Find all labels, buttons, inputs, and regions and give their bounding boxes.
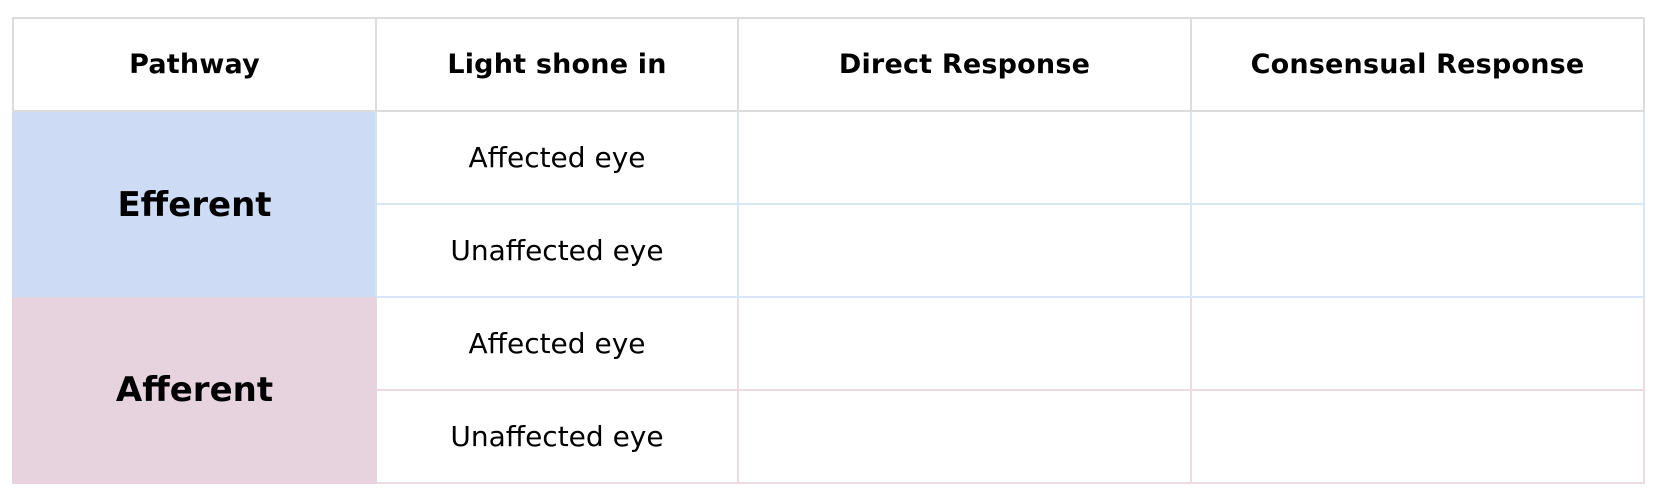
pupil-response-table: Pathway Light shone in Direct Response C…: [12, 17, 1645, 484]
table-row: Afferent Affected eye: [12, 296, 1645, 484]
table-row: Efferent Affected eye: [12, 110, 1645, 297]
direct-response-cell[interactable]: [737, 296, 1192, 391]
table-header-row: Pathway Light shone in Direct Response C…: [12, 17, 1645, 112]
table-row: Unaffected eye: [13, 389, 1645, 484]
table-row: Unaffected eye: [13, 203, 1645, 298]
consensual-response-cell[interactable]: [1190, 389, 1645, 484]
pathway-cell-efferent: Efferent: [12, 111, 377, 297]
consensual-response-cell[interactable]: [1190, 110, 1645, 205]
header-pathway: Pathway: [12, 17, 377, 112]
light-cell: Unaffected eye: [375, 203, 739, 298]
direct-response-cell[interactable]: [737, 110, 1192, 205]
pathway-cell-afferent: Afferent: [12, 297, 377, 484]
header-consensual-response: Consensual Response: [1190, 17, 1645, 112]
direct-response-cell[interactable]: [737, 389, 1192, 484]
consensual-response-cell[interactable]: [1190, 203, 1645, 298]
light-cell: Affected eye: [375, 110, 739, 205]
direct-response-cell[interactable]: [737, 203, 1192, 298]
header-direct-response: Direct Response: [737, 17, 1192, 112]
light-cell: Unaffected eye: [375, 389, 739, 484]
consensual-response-cell[interactable]: [1190, 296, 1645, 391]
light-cell: Affected eye: [375, 296, 739, 391]
header-light-shone-in: Light shone in: [375, 17, 739, 112]
